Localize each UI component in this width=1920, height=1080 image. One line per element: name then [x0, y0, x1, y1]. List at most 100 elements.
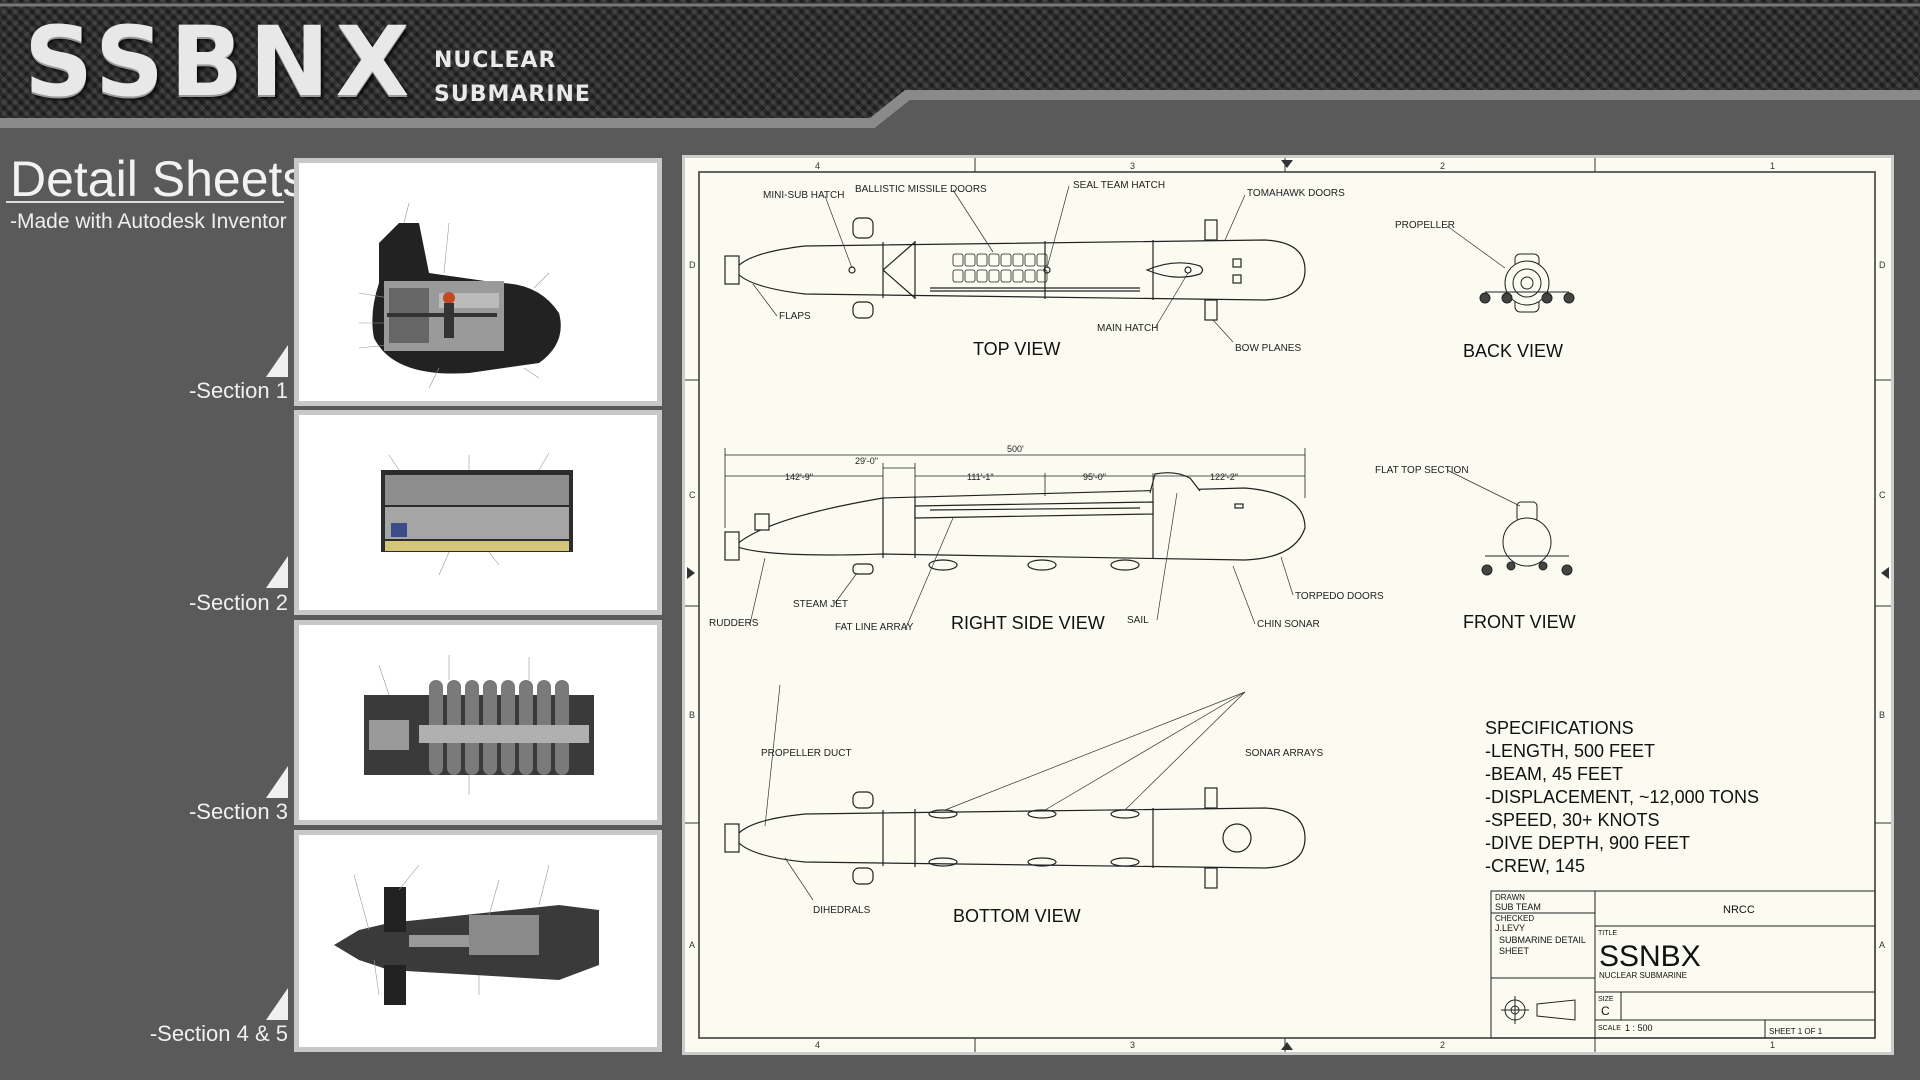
drawing-sheet[interactable]: 4 3 2 1 4 3 2 1 D C B A D C B A: [682, 155, 1894, 1055]
view-title-top: TOP VIEW: [973, 339, 1060, 359]
dim-overall: 500': [1007, 444, 1024, 454]
tb-scale-label: SCALE: [1598, 1025, 1621, 1032]
section-3-thumbnail[interactable]: [294, 620, 662, 825]
back-view-drawing: [1479, 253, 1575, 313]
view-title-back: BACK VIEW: [1463, 341, 1563, 361]
spec-line: -BEAM, 45 FEET: [1485, 764, 1623, 784]
border-row-label: C: [1879, 490, 1886, 500]
callout-fat-line-array: FAT LINE ARRAY: [835, 622, 914, 633]
callout-ballistic-missile-doors: BALLISTIC MISSILE DOORS: [855, 184, 987, 195]
section-4-5-cutaway-image: [334, 864, 599, 1005]
tb-checked-value: J.LEVY: [1495, 923, 1525, 933]
front-view-drawing: [1481, 501, 1573, 576]
dim-1: 142'-9": [785, 472, 813, 482]
spec-line: -CREW, 145: [1485, 856, 1585, 876]
header-banner: [0, 0, 1920, 135]
callout-dihedrals: DIHEDRALS: [813, 905, 871, 916]
callout-propeller-duct: PROPELLER DUCT: [761, 748, 852, 759]
callout-sail: SAIL: [1127, 615, 1149, 626]
right-side-view-drawing: [724, 472, 1306, 575]
tb-org: NRCC: [1723, 904, 1755, 916]
callout-sonar-arrays: SONAR ARRAYS: [1245, 748, 1323, 759]
section-3-label[interactable]: -Section 3: [188, 799, 288, 824]
border-col-label: 1: [1770, 161, 1775, 171]
bottom-view-drawing: [724, 787, 1306, 889]
logo-subtitle-line2: SUBMARINE: [434, 82, 591, 107]
section-4-5-label[interactable]: -Section 4 & 5: [149, 1021, 288, 1046]
section-3-marker-icon: [266, 766, 288, 798]
tb-title-label: TITLE: [1598, 930, 1617, 937]
dimension-lines: [724, 448, 1306, 528]
top-view-drawing: [724, 217, 1306, 321]
callout-chin-sonar: CHIN SONAR: [1257, 619, 1320, 630]
section-2-thumbnail[interactable]: [294, 410, 662, 615]
drawing-border: [698, 171, 1876, 1039]
tb-title-sub: NUCLEAR SUBMARINE: [1599, 971, 1687, 980]
app-logo: SSBNX: [24, 6, 416, 118]
title-divider: [6, 201, 284, 203]
tb-size-label: SIZE: [1598, 996, 1614, 1003]
border-row-label: D: [689, 260, 696, 270]
spec-line: -SPEED, 30+ KNOTS: [1485, 810, 1660, 830]
logo-subtitle: NUCLEAR SUBMARINE: [434, 44, 591, 112]
tb-drawn-value: SUB TEAM: [1495, 902, 1541, 912]
callout-rudders: RUDDERS: [709, 618, 759, 629]
spec-line: -LENGTH, 500 FEET: [1485, 741, 1655, 761]
page-subtitle: -Made with Autodesk Inventor: [10, 210, 287, 233]
tb-title-main: SSNBX: [1599, 940, 1701, 973]
border-col-label: 4: [815, 1040, 820, 1050]
spec-line: -DISPLACEMENT, ~12,000 TONS: [1485, 787, 1759, 807]
border-col-label: 3: [1130, 161, 1135, 171]
tb-desc-line1: SUBMARINE DETAIL: [1499, 935, 1586, 945]
specifications-block: SPECIFICATIONS -LENGTH, 500 FEET -BEAM, …: [1485, 718, 1759, 876]
section-1-thumbnail[interactable]: [294, 158, 662, 406]
section-3-cutaway-image: [364, 655, 594, 795]
section-2-cutaway-image: [381, 452, 573, 576]
border-col-label: 3: [1130, 1040, 1135, 1050]
callout-mini-sub-hatch: MINI-SUB HATCH: [763, 190, 844, 201]
callout-flaps: FLAPS: [779, 311, 811, 322]
tb-drawn-label: DRAWN: [1495, 893, 1525, 902]
callout-propeller: PROPELLER: [1395, 220, 1455, 231]
border-row-label: B: [689, 710, 695, 720]
callout-leaders: [749, 185, 1521, 901]
section-2-label[interactable]: -Section 2: [188, 590, 288, 615]
border-row-label: A: [1879, 940, 1885, 950]
callout-torpedo-doors: TORPEDO DOORS: [1295, 591, 1384, 602]
border-col-label: 1: [1770, 1040, 1775, 1050]
dim-5: 122'-2": [1210, 472, 1238, 482]
view-title-right-side: RIGHT SIDE VIEW: [951, 613, 1105, 633]
section-4-5-marker-icon: [266, 988, 288, 1020]
section-1-marker-icon: [266, 345, 288, 377]
border-row-label: C: [689, 490, 696, 500]
tb-desc-line2: SHEET: [1499, 946, 1530, 956]
section-2-marker-icon: [266, 556, 288, 588]
page-title: Detail Sheets: [10, 151, 308, 207]
section-1-cutaway-image: [358, 202, 561, 389]
callout-flat-top-section: FLAT TOP SECTION: [1375, 465, 1469, 476]
spec-line: -DIVE DEPTH, 900 FEET: [1485, 833, 1690, 853]
tb-checked-label: CHECKED: [1495, 914, 1534, 923]
dim-2: 29'-0": [855, 456, 878, 466]
section-1-label[interactable]: -Section 1: [188, 378, 288, 403]
tb-scale-value: 1 : 500: [1625, 1023, 1653, 1033]
section-4-5-thumbnail[interactable]: [294, 830, 662, 1052]
tb-size-value: C: [1601, 1004, 1610, 1018]
dim-3: 111'-1": [967, 472, 994, 482]
spec-line: SPECIFICATIONS: [1485, 718, 1634, 738]
border-row-label: A: [689, 940, 695, 950]
drawing-canvas: 4 3 2 1 4 3 2 1 D C B A D C B A: [685, 158, 1891, 1052]
border-row-label: D: [1879, 260, 1886, 270]
callout-bow-planes: BOW PLANES: [1235, 343, 1301, 354]
callout-main-hatch: MAIN HATCH: [1097, 323, 1158, 334]
callout-tomahawk-doors: TOMAHAWK DOORS: [1247, 188, 1345, 199]
callout-seal-team-hatch: SEAL TEAM HATCH: [1073, 180, 1165, 191]
border-col-label: 2: [1440, 1040, 1445, 1050]
view-title-front: FRONT VIEW: [1463, 612, 1576, 632]
border-row-label: B: [1879, 710, 1885, 720]
border-col-label: 4: [815, 161, 820, 171]
header-edge-decoration: [0, 3, 1920, 135]
dim-4: 95'-0": [1083, 472, 1106, 482]
title-block: [1490, 890, 1876, 1039]
logo-subtitle-line1: NUCLEAR: [434, 48, 557, 73]
